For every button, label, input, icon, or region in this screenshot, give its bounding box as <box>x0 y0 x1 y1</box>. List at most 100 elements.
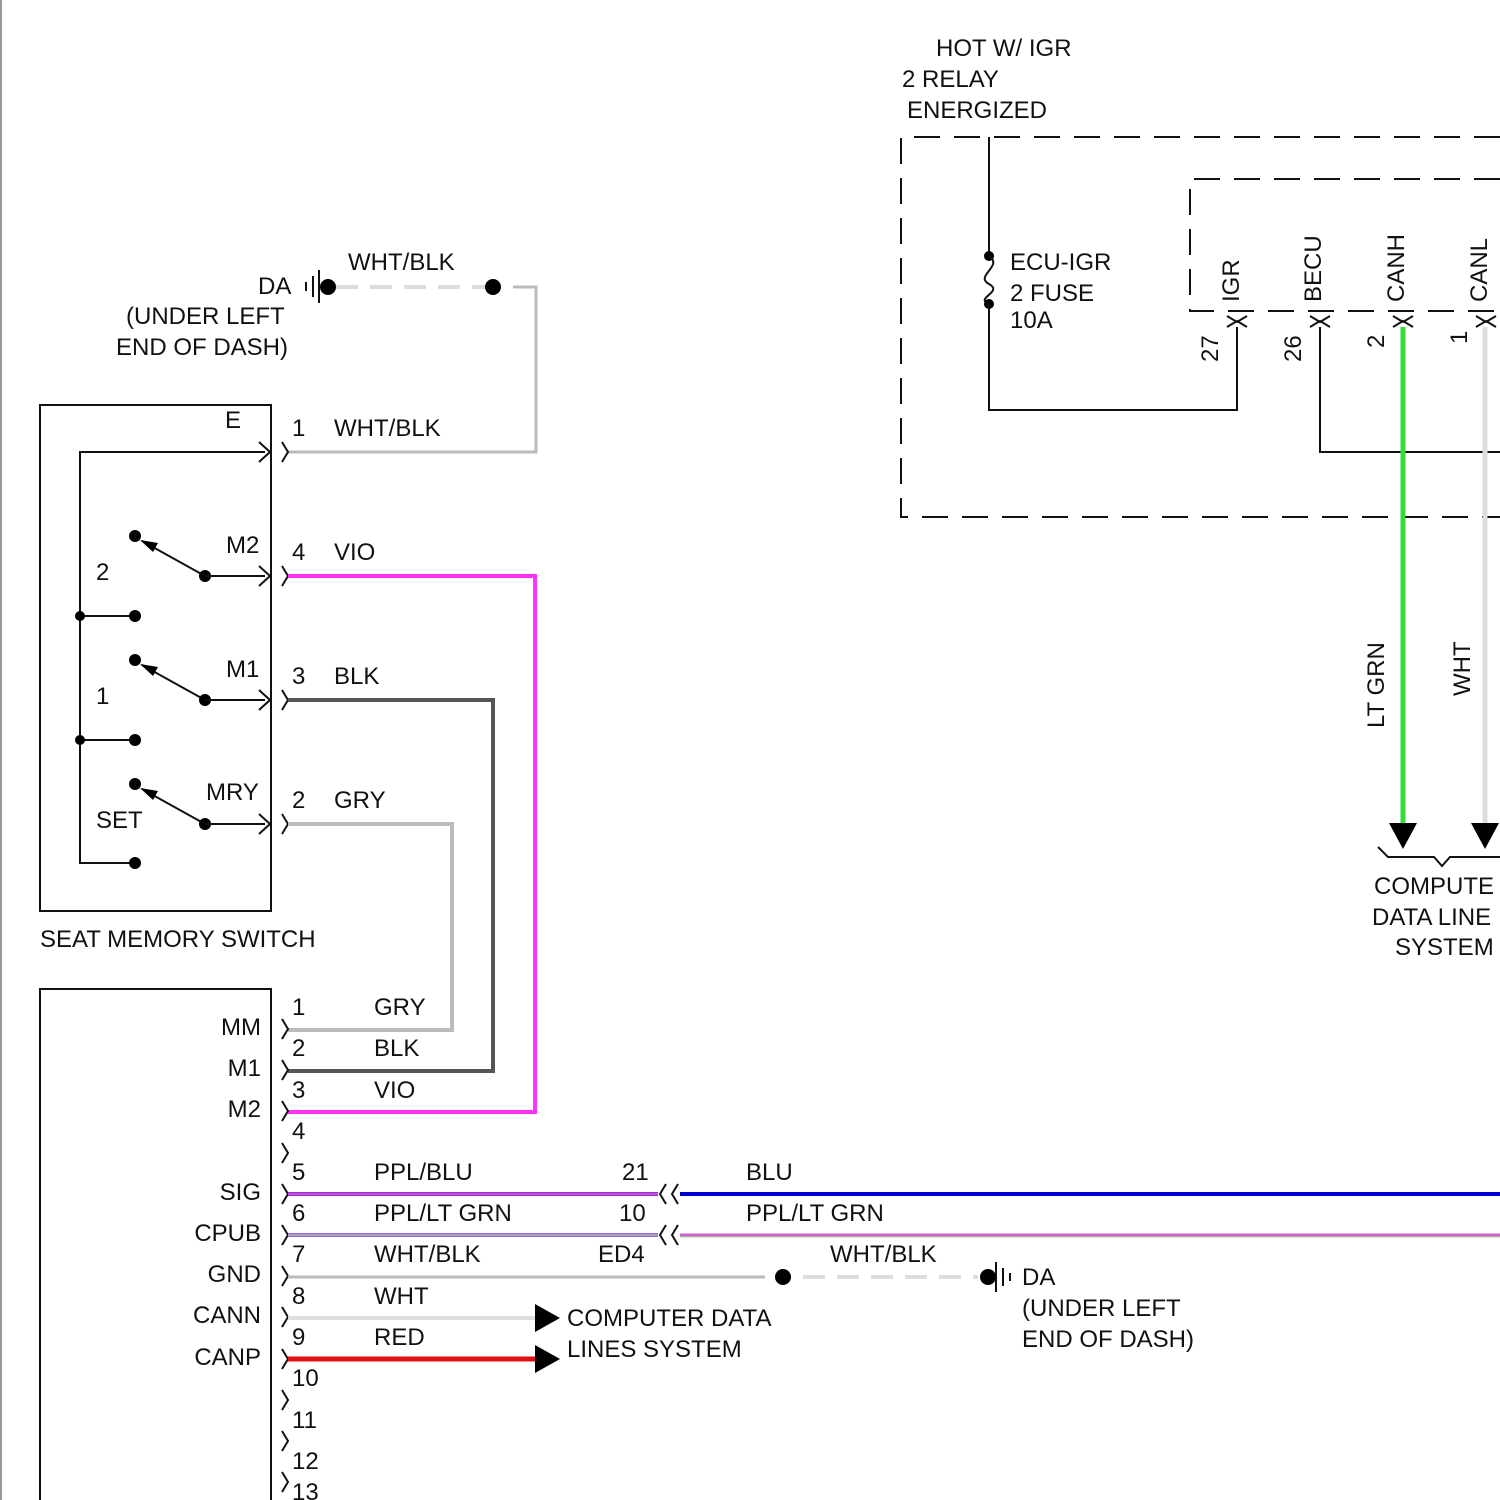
wire-label-ppl-lt-grn: PPL/LT GRN <box>746 1200 884 1227</box>
switch-label-m1: M1 <box>226 656 259 683</box>
module-pin-4: 4 <box>292 1118 305 1145</box>
ground-da-bottom: DA (UNDER LEFT END OF DASH) <box>980 1262 1194 1353</box>
fuse-icon <box>985 256 994 304</box>
switch-pin-1-color: WHT/BLK <box>334 415 441 442</box>
ground-bottom-name: DA <box>1022 1264 1055 1291</box>
module-wire-wht: WHT <box>374 1283 429 1310</box>
ground-bottom-location-2: END OF DASH) <box>1022 1326 1194 1353</box>
module-label-mm: MM <box>221 1014 261 1041</box>
splice-dot-top <box>485 279 501 295</box>
module-wire-wht-blk: WHT/BLK <box>374 1241 481 1268</box>
module-pin-labels: MM M1 M2 SIG CPUB GND CANN CANP <box>193 1014 261 1371</box>
switch-pin-3-color: BLK <box>334 663 379 690</box>
switch-mry: MRY SET <box>96 778 265 869</box>
computer-bottom-line-1: COMPUTER DATA <box>567 1305 771 1332</box>
module-pin-8: 8 <box>292 1283 305 1310</box>
arrow-canl <box>1471 823 1499 849</box>
module-label-m1: M1 <box>228 1055 261 1082</box>
wire-label-wht-blk-top: WHT/BLK <box>348 249 455 276</box>
switch-m1: M1 1 <box>75 654 265 746</box>
arrow-canh <box>1389 823 1417 849</box>
ground-top-name: DA <box>258 273 291 300</box>
module-wire-blk: BLK <box>374 1035 419 1062</box>
junction-block-dashed-outline <box>901 137 1500 517</box>
ground-da-top: DA (UNDER LEFT END OF DASH) <box>116 270 336 361</box>
switch-pin-2-color: GRY <box>334 787 386 814</box>
wire-label-wht-blk-bottom: WHT/BLK <box>830 1241 937 1268</box>
inline-connector-terminals <box>660 1184 678 1245</box>
hot-label-3: ENERGIZED <box>907 97 1047 124</box>
switch-label-1: 1 <box>96 683 109 710</box>
computer-bottom-line-2: LINES SYSTEM <box>567 1336 742 1363</box>
ground-bottom-dot <box>980 1269 996 1285</box>
ecu-pin-num-2: 2 <box>1363 335 1390 348</box>
module-pin-6: 6 <box>292 1200 305 1227</box>
switch-pin-4: 4 <box>292 539 305 566</box>
arrow-cann <box>535 1304 560 1332</box>
wire-label-wht: WHT <box>1449 641 1476 696</box>
module-pin-9: 9 <box>292 1324 305 1351</box>
switch-pin-2: 2 <box>292 787 305 814</box>
inline-connector-ed4: ED4 <box>598 1241 645 1268</box>
module-wire-red: RED <box>374 1324 425 1351</box>
ecu-pin-label-becu: BECU <box>1300 235 1327 302</box>
module-wire-gry: GRY <box>374 994 426 1021</box>
ecu-pin-label-canl: CANL <box>1466 238 1493 302</box>
ground-top-location-2: END OF DASH) <box>116 334 288 361</box>
arrow-canp <box>535 1345 560 1373</box>
module-wire-ppl-lt-grn: PPL/LT GRN <box>374 1200 512 1227</box>
ecu-pin-label-canh: CANH <box>1383 234 1410 302</box>
switch-label-e: E <box>225 407 241 434</box>
switch-pin-1: 1 <box>292 415 305 442</box>
module-label-cann: CANN <box>193 1302 261 1329</box>
computer-top-line-2: DATA LINE <box>1372 904 1491 931</box>
module-pin-3: 3 <box>292 1077 305 1104</box>
switch-label-mry: MRY <box>206 779 259 806</box>
module-pin-2: 2 <box>292 1035 305 1062</box>
module-pin-11: 11 <box>292 1407 317 1434</box>
switch-label-2: 2 <box>96 559 109 586</box>
ecu-connector-terminals <box>1227 316 1496 327</box>
ground-bottom-location-1: (UNDER LEFT <box>1022 1295 1181 1322</box>
computer-top-line-1: COMPUTE <box>1374 873 1494 900</box>
switch-label-m2: M2 <box>226 532 259 559</box>
module-pin-10: 10 <box>292 1365 319 1392</box>
module-label-cpub: CPUB <box>194 1220 261 1247</box>
module-pin-12: 12 <box>292 1448 319 1475</box>
seat-memory-switch-title: SEAT MEMORY SWITCH <box>40 926 316 953</box>
ecu-pin-num-27: 27 <box>1197 335 1224 362</box>
inline-connector-21: 21 <box>622 1159 649 1186</box>
fuse-label-3: 10A <box>1010 307 1053 334</box>
computer-top-line-3: SYSTEM <box>1395 934 1494 961</box>
module-pin-5: 5 <box>292 1159 305 1186</box>
wire-label-blu: BLU <box>746 1159 793 1186</box>
ecu-pin-num-26: 26 <box>1280 335 1307 362</box>
switch-label-set: SET <box>96 807 143 834</box>
computer-top-bracket <box>1378 847 1500 866</box>
module-wire-ppl-blu: PPL/BLU <box>374 1159 473 1186</box>
module-pin-7: 7 <box>292 1241 305 1268</box>
ecu-pin-num-1: 1 <box>1446 331 1473 344</box>
wire-label-lt-grn: LT GRN <box>1363 642 1390 728</box>
ecu-pin-label-igr: IGR <box>1218 259 1245 302</box>
module-pin-1: 1 <box>292 994 305 1021</box>
inline-connector-10: 10 <box>619 1200 646 1227</box>
module-wire-vio: VIO <box>374 1077 415 1104</box>
fuse-label-2: 2 FUSE <box>1010 280 1094 307</box>
module-label-sig: SIG <box>220 1179 261 1206</box>
module-label-gnd: GND <box>208 1261 261 1288</box>
hot-label-1: HOT W/ IGR <box>936 35 1072 62</box>
becu-wire <box>1320 327 1500 452</box>
ground-top-location-1: (UNDER LEFT <box>126 303 285 330</box>
fuse-label-1: ECU-IGR <box>1010 249 1111 276</box>
switch-connector-terminals <box>259 442 288 834</box>
switch-pin-3: 3 <box>292 663 305 690</box>
hot-label-2: 2 RELAY <box>902 66 999 93</box>
module-label-m2: M2 <box>228 1096 261 1123</box>
module-pin-13: 13 <box>292 1479 319 1500</box>
module-label-canp: CANP <box>194 1344 261 1371</box>
splice-dot-bottom <box>775 1269 791 1285</box>
switch-m2: M2 2 <box>75 530 265 622</box>
ground-top-splice-dot <box>320 279 336 295</box>
